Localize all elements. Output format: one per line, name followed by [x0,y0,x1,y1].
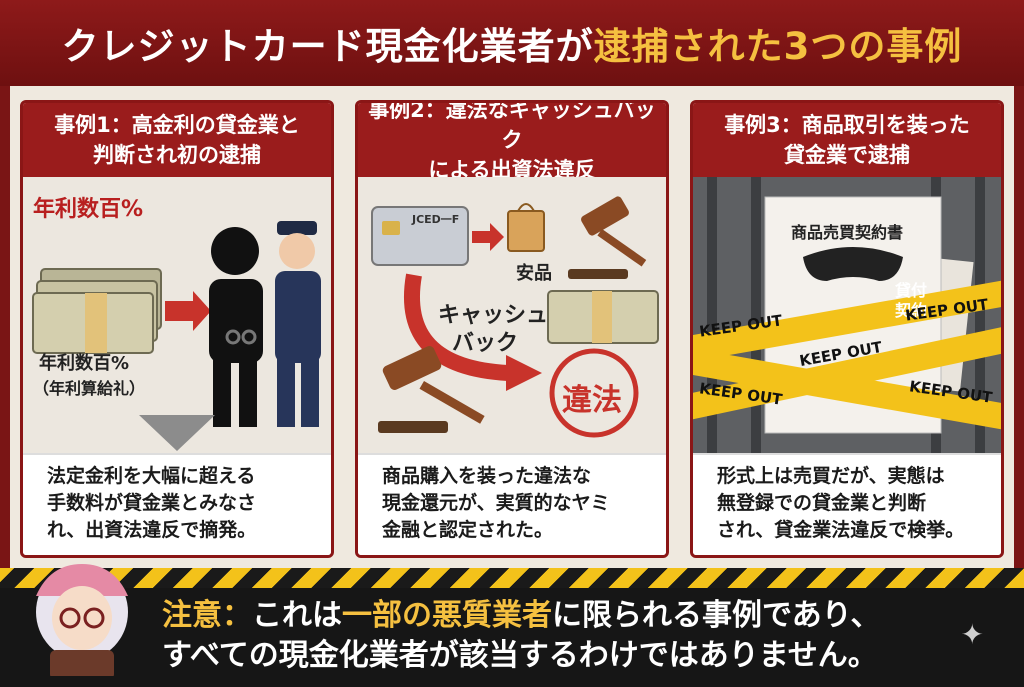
case-2-heading: 事例2：違法なキャッシュバック による出資法違反 [358,100,666,182]
mascot-avatar-icon [36,564,128,676]
gavel-icon [568,196,647,279]
case-3-description: 形式上は売買だが、実態は 無登録での貸金業と判断 され、貸金業法違反で検挙。 [693,453,1001,555]
notice-highlight: 一部の悪質業者 [342,598,552,633]
case-2-body-line-3: 金融と認定された。 [382,519,554,541]
card-text: JCED一F [412,213,460,226]
curved-arrow-icon [404,273,509,381]
case-3-scene [693,177,1001,453]
case-2-scene [371,196,659,438]
case-card-1: 事例1：高金利の貸金業と 判断され初の逮捕 年利数百% [20,100,334,558]
case-3-heading-line-1: 事例3：商品取引を装った [724,113,970,137]
money-stack-icon [547,290,659,344]
case-card-2: 事例2：違法なキャッシュバック による出資法違反 [355,100,669,558]
case-1-body-line-2: 手数料が貸金業とみなさ [47,492,257,514]
cashback-label-1: キャッシュ [438,303,549,328]
notice-line-2: すべての現金化業者が該当するわけではありません。 [162,638,878,673]
title-main: クレジットカード現金化業者が [61,25,594,68]
loan-label-2: 契約 [895,301,928,320]
cheap-goods-label: 安品 [516,263,552,284]
illegal-stamp-icon [549,348,639,438]
credit-card-icon [371,206,469,266]
notice-line-1: 注意：これは一部の悪質業者に限られる事例であり、 [162,596,881,636]
money-stack-icon [32,268,162,354]
case-1-rate-caption: 年利数百% [39,353,130,374]
case-card-3: 事例3：商品取引を装った 貸金業で逮捕 商品売買契約書 [690,100,1004,558]
case-1-body-line-3: れ、出資法違反で摘発。 [47,519,257,541]
loan-contract-label: 貸付 契約 [895,281,927,321]
case-2-description: 商品購入を装った違法な 現金還元が、実質的なヤミ 金融と認定された。 [358,453,666,555]
arrow-right-icon [472,223,504,251]
page-title: クレジットカード現金化業者が逮捕された3つの事例 [62,16,963,70]
case-3-body-line-1: 形式上は売買だが、実態は [717,465,945,487]
case-3-illustration: 商品売買契約書 貸付 契約 KEEP OUT KEEP OUT KEEP OUT… [693,177,1001,453]
notice-label: 注意： [162,598,252,633]
case-3-body-line-3: され、貸金業法違反で検挙。 [717,519,965,541]
illegal-stamp-text: 違法 [562,383,622,418]
sparkle-icon: ✦ [960,618,984,651]
case-1-scene [32,221,321,451]
case-2-heading-line-1: 事例2：違法なキャッシュバック [368,100,656,152]
notice-bar: 注意：これは一部の悪質業者に限られる事例であり、 すべての現金化業者が該当するわ… [0,564,1024,687]
caution-stripe [0,568,1024,588]
case-1-heading: 事例1：高金利の貸金業と 判断され初の逮捕 [23,103,331,177]
case-1-illustration: 年利数百% [23,177,331,453]
title-highlight: 逮捕された3つの事例 [593,25,963,68]
cashback-label-2: バック [452,331,519,356]
notice-part-1: これは [252,598,342,633]
case-1-heading-line-1: 事例1：高金利の貸金業と [54,113,300,137]
keep-out-tape-icon [693,275,1001,435]
notice-part-2: に限られる事例であり、 [552,598,881,633]
case-3-body-line-2: 無登録での貸金業と判断 [717,492,927,514]
police-officer-icon [275,221,321,427]
case-2-illustration: JCED一F 安品 キャッシュ バック 違法 [358,177,666,453]
case-1-rate-subcaption: （年利算給礼） [33,379,146,398]
gavel-icon [378,346,485,433]
case-1-heading-line-2: 判断され初の逮捕 [93,143,261,167]
case-1-body-line-1: 法定金利を大幅に超える [47,465,256,487]
case-1-rate-label: 年利数百% [33,197,144,222]
case-2-body-line-2: 現金還元が、実質的なヤミ [382,492,610,514]
mask-icon [803,247,903,281]
case-2-body-line-1: 商品購入を装った違法な [382,465,592,487]
loan-label-1: 貸付 [895,281,928,300]
suspect-icon [209,227,263,427]
case-3-heading-line-2: 貸金業で逮捕 [784,143,910,167]
notice-text: 注意：これは一部の悪質業者に限られる事例であり、 すべての現金化業者が該当するわ… [162,596,881,676]
title-bar: クレジットカード現金化業者が逮捕された3つの事例 [0,0,1024,86]
handcuffs-icon [225,329,257,345]
case-3-heading: 事例3：商品取引を装った 貸金業で逮捕 [693,103,1001,177]
contract-title: 商品売買契約書 [791,223,904,242]
case-1-description: 法定金利を大幅に超える 手数料が貸金業とみなさ れ、出資法違反で摘発。 [23,453,331,555]
shopping-bag-icon [507,203,545,252]
arrow-right-icon [165,291,211,331]
